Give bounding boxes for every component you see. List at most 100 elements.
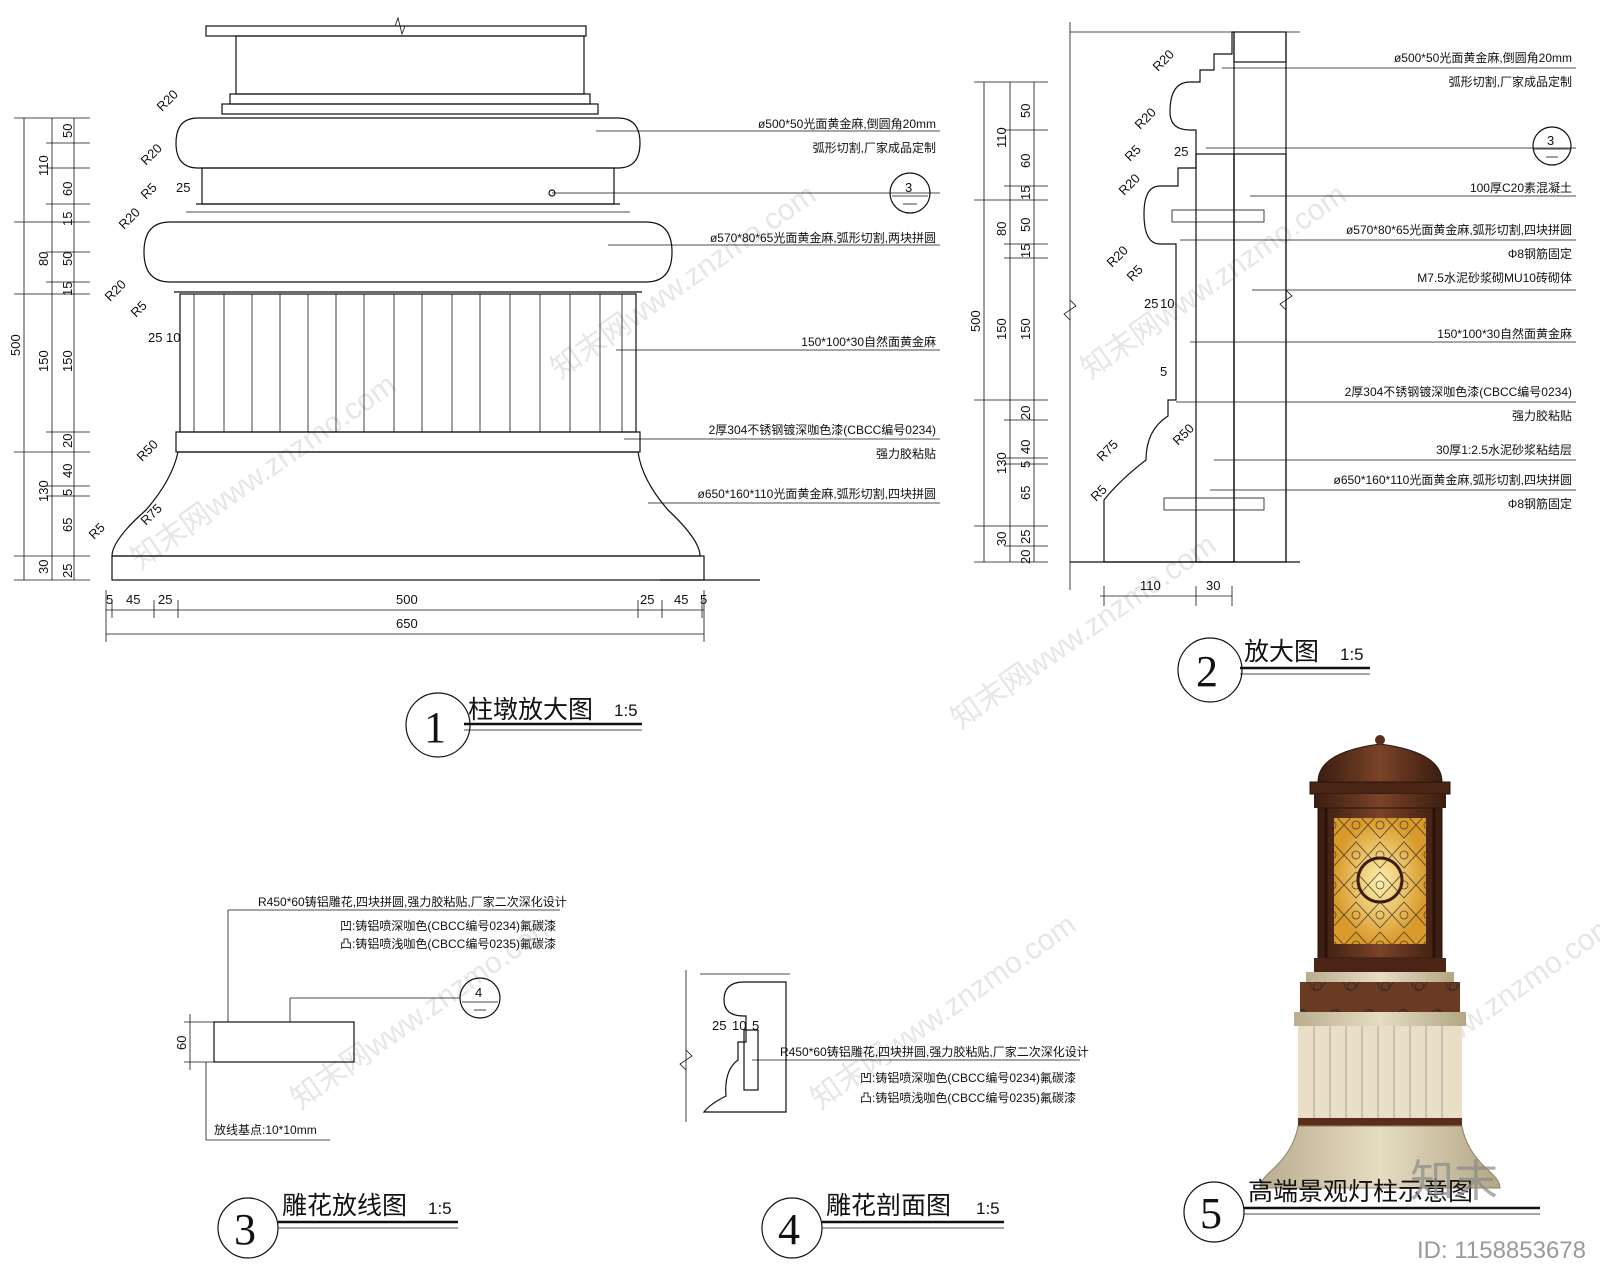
- callout-label: M7.5水泥砂浆砌MU10砖砌体: [1417, 270, 1572, 285]
- dim-label: 110: [1140, 578, 1161, 593]
- dim-label: 25: [1174, 144, 1188, 159]
- dim-label: 25: [158, 592, 172, 607]
- radius-label: R50: [1170, 421, 1197, 448]
- dim-label: 50: [1018, 104, 1033, 118]
- dim-label: 150: [994, 318, 1009, 340]
- drawing-number: 2: [1196, 647, 1218, 696]
- callout-label: Φ8钢筋固定: [1508, 246, 1572, 261]
- radius-label: R20: [1116, 171, 1143, 198]
- drawing-1: 500 110 80 150 130 30 50 60 15 50 15 150…: [8, 16, 940, 758]
- dim-label: 45: [674, 592, 688, 607]
- radius-label: R5: [1122, 142, 1144, 164]
- callout-label: 150*100*30自然面黄金麻: [801, 334, 936, 349]
- radius-label: R20: [1150, 47, 1177, 74]
- dim-label: 60: [174, 1036, 189, 1050]
- dim-label: 150: [1018, 318, 1033, 340]
- radius-label: R20: [1132, 105, 1159, 132]
- drawing-scale: 1:5: [976, 1199, 1000, 1218]
- dim-label: 40: [1018, 440, 1033, 454]
- detail-reference-number: 3: [1547, 133, 1554, 148]
- callout-label: 2厚304不锈钢镀深咖色漆(CBCC编号0234): [1345, 384, 1572, 399]
- dim-label: 10: [166, 330, 180, 345]
- dim-label: 50: [1018, 218, 1033, 232]
- dim-label: 65: [60, 518, 75, 532]
- dim-total-height: 500: [968, 310, 983, 332]
- radius-label: R5: [86, 520, 108, 542]
- dim-label: 45: [126, 592, 140, 607]
- dim-label: 150: [36, 350, 51, 372]
- dim-label: 5: [752, 1018, 759, 1033]
- radius-label: R20: [1104, 243, 1131, 270]
- callout-label: R450*60铸铝雕花,四块拼圆,强力胶粘贴,厂家二次深化设计: [258, 894, 567, 909]
- radius-label: R20: [154, 87, 181, 114]
- drawing-number-circle: [1177, 637, 1243, 703]
- dim-label: 65: [1018, 486, 1033, 500]
- callout-label: 100厚C20素混凝土: [1470, 180, 1572, 195]
- callout-label: ø650*160*110光面黄金麻,弧形切割,四块拼圆: [697, 486, 936, 501]
- callout-label: 凸:铸铝喷浅咖色(CBCC编号0235)氟碳漆: [860, 1090, 1076, 1105]
- dim-label: 30: [1206, 578, 1220, 593]
- callout-label: ø500*50光面黄金麻,倒圆角20mm: [758, 116, 936, 131]
- drawing-number: 1: [424, 703, 446, 752]
- detail-reference-number: 3: [905, 180, 912, 195]
- callout-label: Φ8钢筋固定: [1508, 496, 1572, 511]
- drawing-title: 雕花剖面图: [826, 1191, 951, 1220]
- watermark-logo: 知末: [1410, 1156, 1498, 1207]
- drawing-title: 柱墩放大图: [468, 695, 593, 724]
- callout-label: 弧形切割,厂家成品定制: [813, 140, 936, 155]
- callout-label: 强力胶粘贴: [876, 446, 936, 461]
- drawing-number: 4: [778, 1205, 800, 1254]
- dim-label: 20: [1018, 550, 1033, 564]
- callout-label: 弧形切割,厂家成品定制: [1449, 74, 1572, 89]
- dim-label: 25: [148, 330, 162, 345]
- dim-label: 130: [994, 452, 1009, 474]
- dim-label: 10: [1160, 296, 1174, 311]
- callout-label: 强力胶粘贴: [1512, 408, 1572, 423]
- callout-label: 凹:铸铝喷深咖色(CBCC编号0234)氟碳漆: [860, 1070, 1076, 1085]
- dim-label: 80: [994, 222, 1009, 236]
- watermark-text: 知末网www.znzmo.com: [125, 368, 402, 576]
- dim-label: 5: [1160, 364, 1167, 379]
- dim-label: 15: [60, 282, 75, 296]
- callout-label: ø650*160*110光面黄金麻,弧形切割,四块拼圆: [1333, 472, 1572, 487]
- drawing-5-lamp-post-rendering: 5 高端景观灯柱示意图: [1183, 735, 1540, 1243]
- drawing-4: 25 10 5 R450*60铸铝雕花,四块拼圆,强力胶粘贴,厂家二次深化设计 …: [679, 970, 1089, 1259]
- dim-label: 30: [36, 560, 51, 574]
- radius-label: R20: [138, 141, 165, 168]
- dim-label: 30: [994, 532, 1009, 546]
- drawing-number-circle: [1183, 1181, 1245, 1243]
- dim-total-height: 500: [8, 334, 23, 356]
- radius-label: R20: [102, 277, 129, 304]
- dim-label: 25: [1018, 530, 1033, 544]
- radius-label: R5: [138, 180, 160, 202]
- dim-label: 25: [712, 1018, 726, 1033]
- drawing-title: 雕花放线图: [282, 1191, 407, 1220]
- dim-label: 15: [1018, 244, 1033, 258]
- dim-label: 110: [994, 127, 1009, 148]
- dim-label: 60: [1018, 154, 1033, 168]
- dim-total-width: 650: [396, 616, 418, 631]
- setout-note: 放线基点:10*10mm: [214, 1122, 317, 1137]
- dim-label: 5: [1018, 461, 1033, 468]
- radius-label: R75: [1094, 437, 1121, 464]
- callout-label: 150*100*30自然面黄金麻: [1437, 326, 1572, 341]
- dim-label: 5: [700, 592, 707, 607]
- drawing-number: 3: [234, 1205, 256, 1254]
- watermark-text: 知末网www.znzmo.com: [1075, 178, 1352, 386]
- dim-label: 20: [60, 434, 75, 448]
- drawing-scale: 1:5: [1340, 645, 1364, 664]
- dim-label: 40: [60, 464, 75, 478]
- callout-label: ø570*80*65光面黄金麻,弧形切割,两块拼圆: [710, 230, 936, 245]
- dim-label: 5: [60, 489, 75, 496]
- drawing-title: 放大图: [1244, 637, 1319, 666]
- dim-label: 15: [1018, 186, 1033, 200]
- dim-label: 150: [60, 350, 75, 372]
- radius-label: R5: [1124, 262, 1146, 284]
- radius-label: R5: [128, 298, 150, 320]
- radius-label: R50: [134, 437, 161, 464]
- callout-label: 2厚304不锈钢镀深咖色漆(CBCC编号0234): [709, 422, 936, 437]
- callout-label: ø570*80*65光面黄金麻,弧形切割,四块拼圆: [1346, 222, 1572, 237]
- dim-label: 15: [60, 212, 75, 226]
- dim-label: 110: [36, 155, 51, 176]
